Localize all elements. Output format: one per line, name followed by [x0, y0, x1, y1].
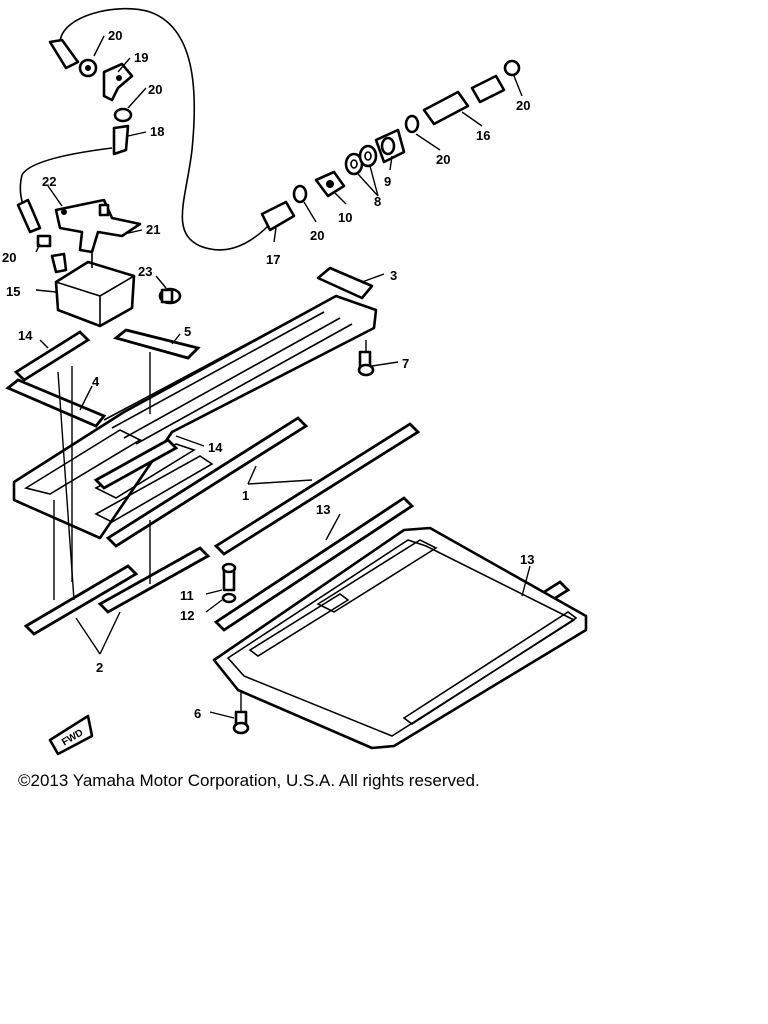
strip-13-a	[213, 496, 415, 632]
bolt-11	[221, 562, 237, 592]
pad-4	[5, 378, 107, 428]
vent-hose-loop	[59, 7, 273, 251]
callout-13: 13	[316, 502, 330, 517]
callout-8: 8	[374, 194, 381, 209]
callout-20: 20	[516, 98, 530, 113]
hose-17	[260, 200, 296, 232]
parts-exploded-diagram: FWD 20 19 20 18 22 21 20 23 15 3 7 14 5 …	[2, 7, 588, 756]
check-valve-10	[314, 170, 346, 198]
callout-12: 12	[180, 608, 194, 623]
callout-7: 7	[402, 356, 409, 371]
hose-clamp-20-mid	[112, 107, 133, 156]
callout-2: 2	[96, 660, 103, 675]
callout-20: 20	[310, 228, 324, 243]
callout-10: 10	[338, 210, 352, 225]
callout-4: 4	[92, 374, 100, 389]
callout-14: 14	[208, 440, 223, 455]
hose-clamp-20-top	[48, 38, 98, 78]
clamp-20-right-c	[503, 59, 521, 77]
callout-16: 16	[476, 128, 490, 143]
clamp-20-right-b	[404, 114, 420, 134]
bolt-7	[357, 340, 375, 377]
callout-23: 23	[138, 264, 152, 279]
bolt-6	[232, 690, 250, 735]
strip-1-a	[105, 416, 309, 548]
callout-20: 20	[436, 152, 450, 167]
callout-18: 18	[150, 124, 164, 139]
fitting-9	[374, 128, 406, 164]
callout-3: 3	[390, 268, 397, 283]
strap-3	[316, 266, 374, 300]
bolt-23	[158, 287, 182, 305]
callout-20: 20	[108, 28, 122, 43]
strip-2-a	[23, 564, 139, 636]
callout-13: 13	[520, 552, 534, 567]
clamp-20-left	[36, 234, 52, 248]
callout-14: 14	[18, 328, 33, 343]
strip-1-b	[213, 422, 421, 556]
pad-5	[112, 328, 201, 360]
callout-17: 17	[266, 252, 280, 267]
fuel-filter-15	[50, 250, 136, 328]
callout-5: 5	[184, 324, 191, 339]
callout-6: 6	[194, 706, 201, 721]
hose-16	[422, 74, 506, 126]
filter-bracket-21	[54, 198, 142, 254]
copyright-notice: ©2013 Yamaha Motor Corporation, U.S.A. A…	[18, 771, 480, 790]
callout-20: 20	[2, 250, 16, 265]
callout-15: 15	[6, 284, 20, 299]
fwd-arrow-icon: FWD	[48, 714, 94, 756]
callout-22: 22	[42, 174, 56, 189]
callout-20: 20	[148, 82, 162, 97]
callout-21: 21	[146, 222, 160, 237]
strip-2-b	[97, 546, 211, 614]
clamp-20-right-a	[292, 184, 308, 204]
washers-8	[344, 144, 378, 176]
pad-14-upper	[13, 330, 91, 382]
callout-19: 19	[134, 50, 148, 65]
tee-fitting-19	[102, 62, 134, 102]
pad-14-lower	[93, 438, 179, 490]
callout-11: 11	[180, 588, 194, 603]
hose-piece	[16, 198, 42, 234]
callout-9: 9	[384, 174, 391, 189]
washer-12	[221, 592, 237, 604]
callout-1: 1	[242, 488, 249, 503]
lower-base-plate	[212, 526, 588, 750]
